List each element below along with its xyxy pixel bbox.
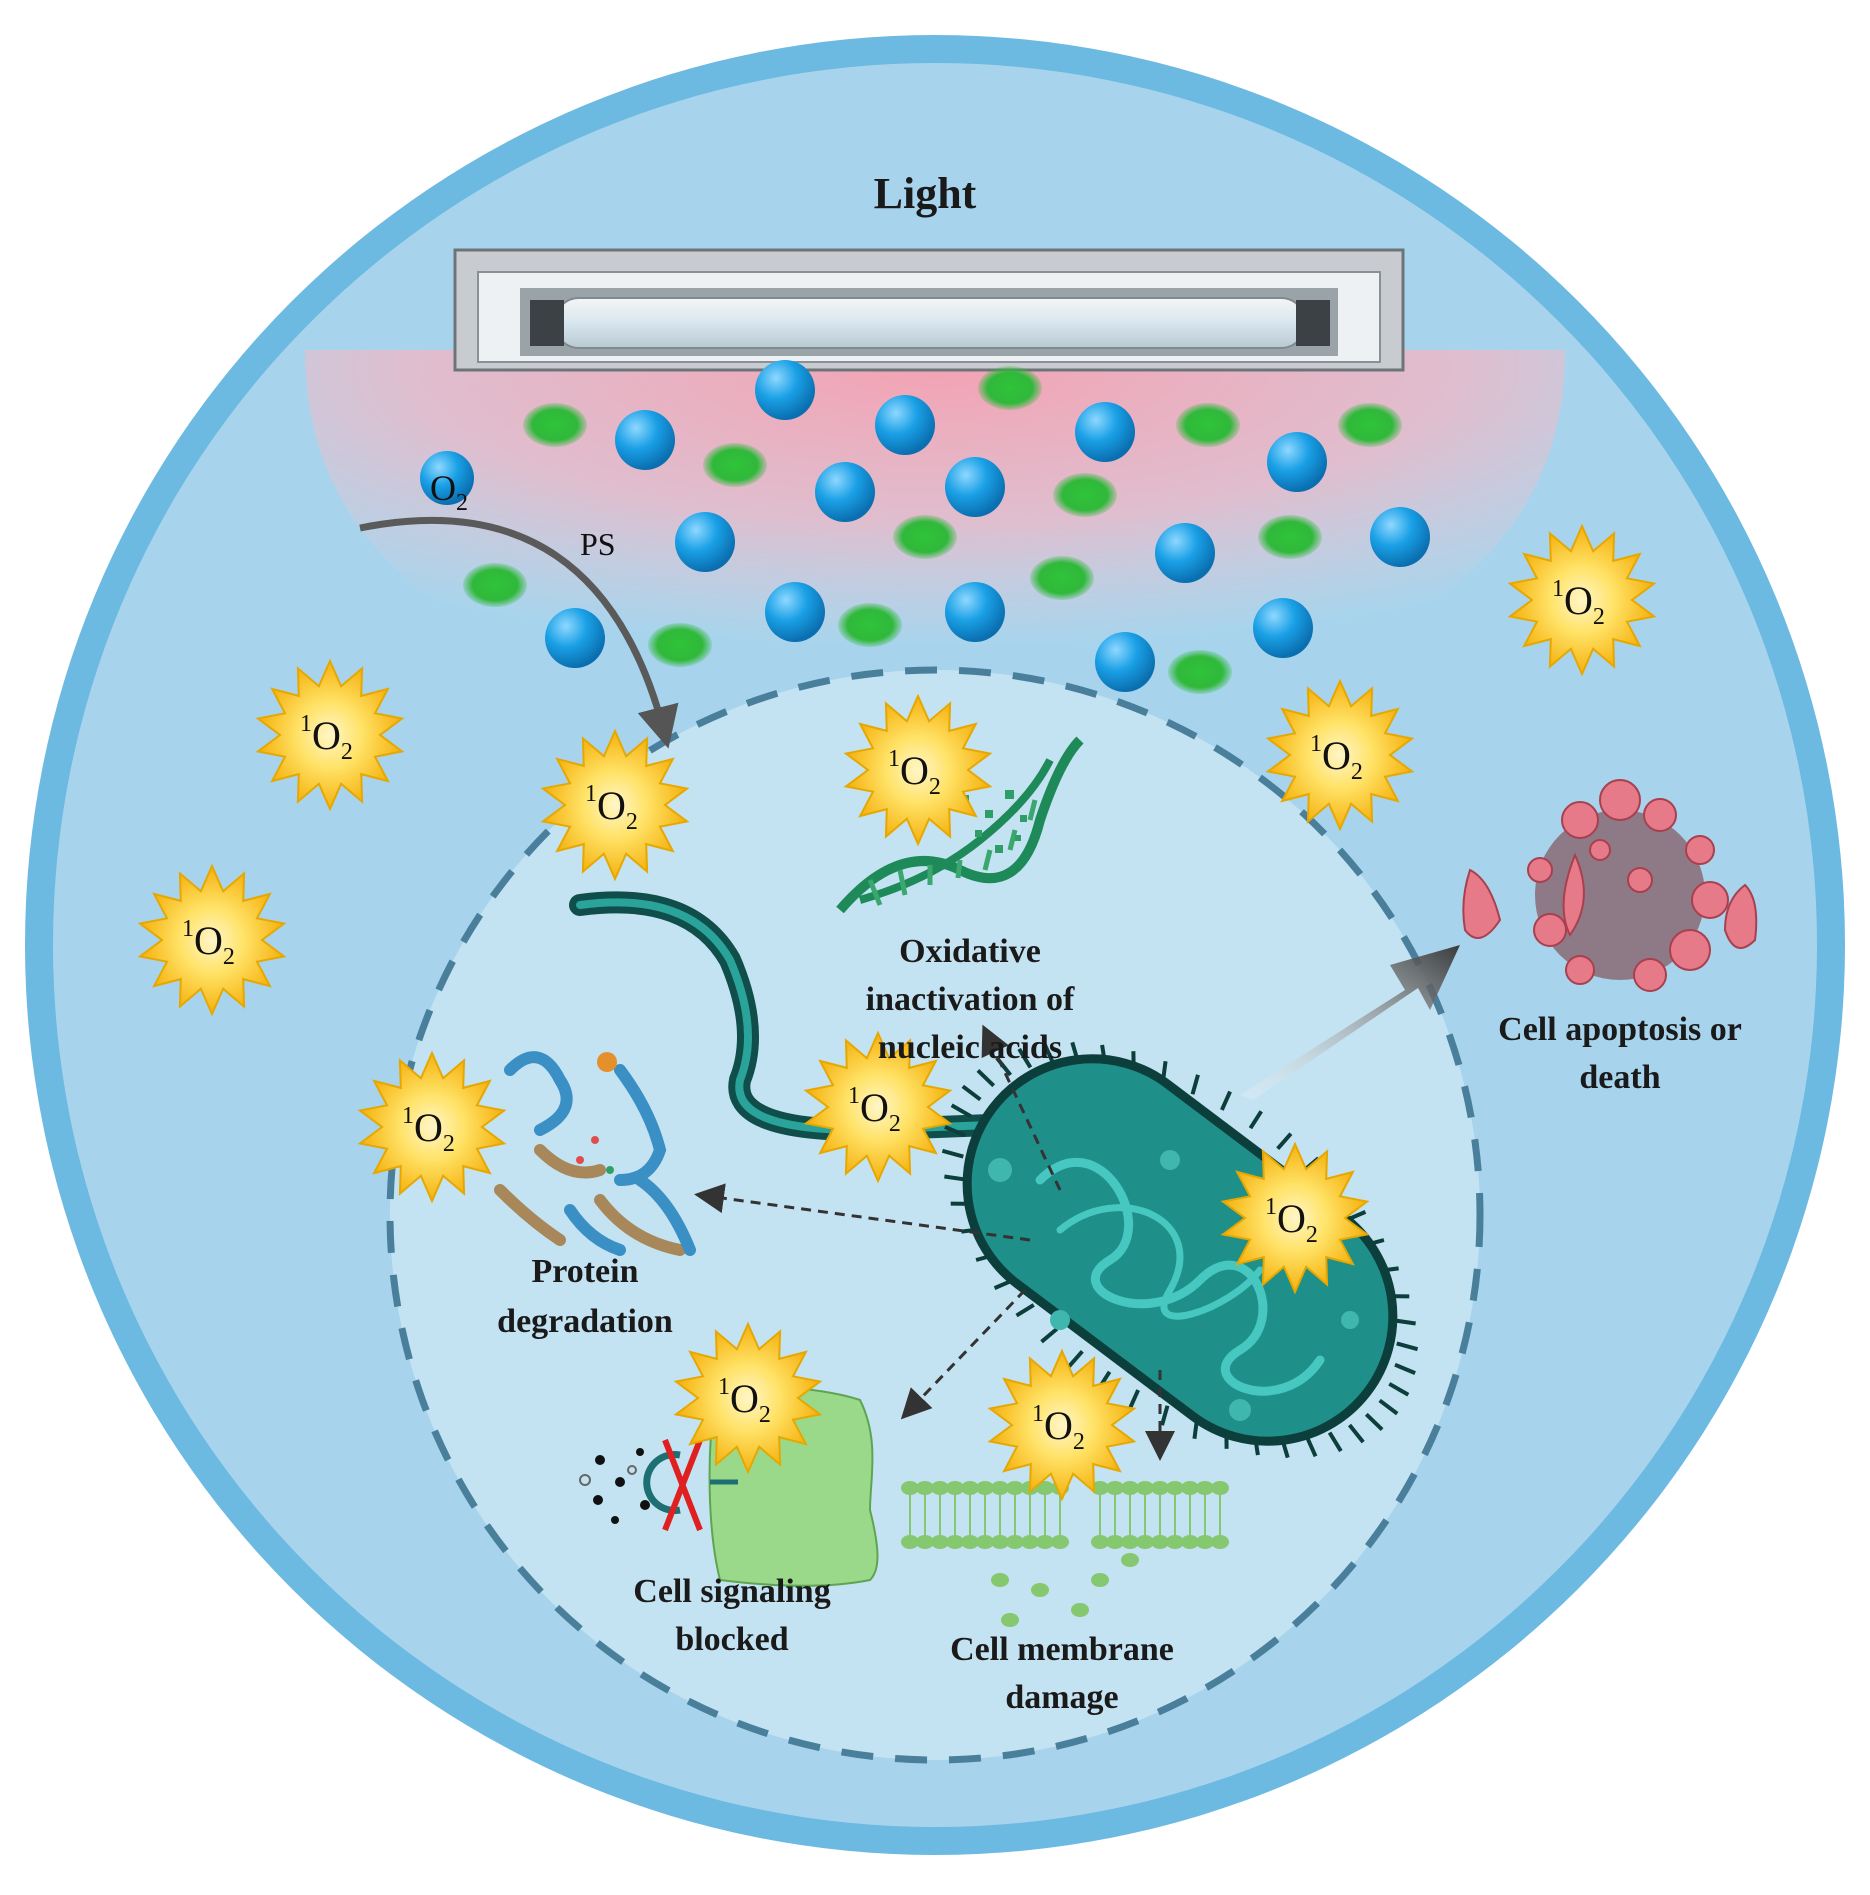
svg-text:blocked: blocked (675, 1621, 788, 1658)
oxygen-molecule-icon (1095, 632, 1155, 692)
oxygen-molecule-icon (675, 512, 735, 572)
photosensitizer-icon (648, 623, 712, 667)
photosensitizer-icon (1053, 473, 1117, 517)
photosensitizer-icon (978, 366, 1042, 410)
photosensitizer-icon (463, 563, 527, 607)
svg-text:death: death (1579, 1059, 1660, 1096)
photosensitizer-icon (1030, 556, 1094, 600)
photosensitizer-icon (523, 403, 587, 447)
svg-text:nucleic acids: nucleic acids (878, 1029, 1062, 1066)
oxygen-molecule-icon (765, 582, 825, 642)
ps-label: PS (580, 526, 616, 562)
svg-text:damage: damage (1005, 1679, 1118, 1716)
svg-text:inactivation of: inactivation of (866, 981, 1075, 1018)
oxygen-molecule-icon (1253, 598, 1313, 658)
photosensitizer-icon (1168, 650, 1232, 694)
oxygen-molecule-icon (875, 395, 935, 455)
photosensitizer-icon (1338, 403, 1402, 447)
lamp-icon (455, 250, 1403, 370)
oxygen-molecule-icon (545, 608, 605, 668)
photosensitizer-icon (893, 515, 957, 559)
oxygen-molecule-icon (755, 360, 815, 420)
photosensitizer-icon (1258, 515, 1322, 559)
svg-text:Cell signaling: Cell signaling (633, 1573, 830, 1610)
photosensitizer-icon (703, 443, 767, 487)
svg-text:Oxidative: Oxidative (899, 933, 1041, 970)
oxygen-molecule-icon (1267, 432, 1327, 492)
oxygen-molecule-icon (815, 462, 875, 522)
oxygen-molecule-icon (1075, 402, 1135, 462)
svg-text:Cell apoptosis or: Cell apoptosis or (1498, 1011, 1742, 1048)
oxygen-molecule-icon (945, 582, 1005, 642)
oxygen-molecule-icon (615, 410, 675, 470)
title-light: Light (874, 169, 977, 218)
oxygen-molecule-icon (1155, 523, 1215, 583)
photosensitizer-icon (838, 603, 902, 647)
svg-text:degradation: degradation (497, 1303, 673, 1340)
svg-text:Protein: Protein (531, 1253, 638, 1290)
photosensitizer-icon (1176, 403, 1240, 447)
oxygen-molecule-icon (1370, 507, 1430, 567)
svg-text:Cell membrane: Cell membrane (950, 1631, 1174, 1668)
oxygen-molecule-icon (945, 457, 1005, 517)
